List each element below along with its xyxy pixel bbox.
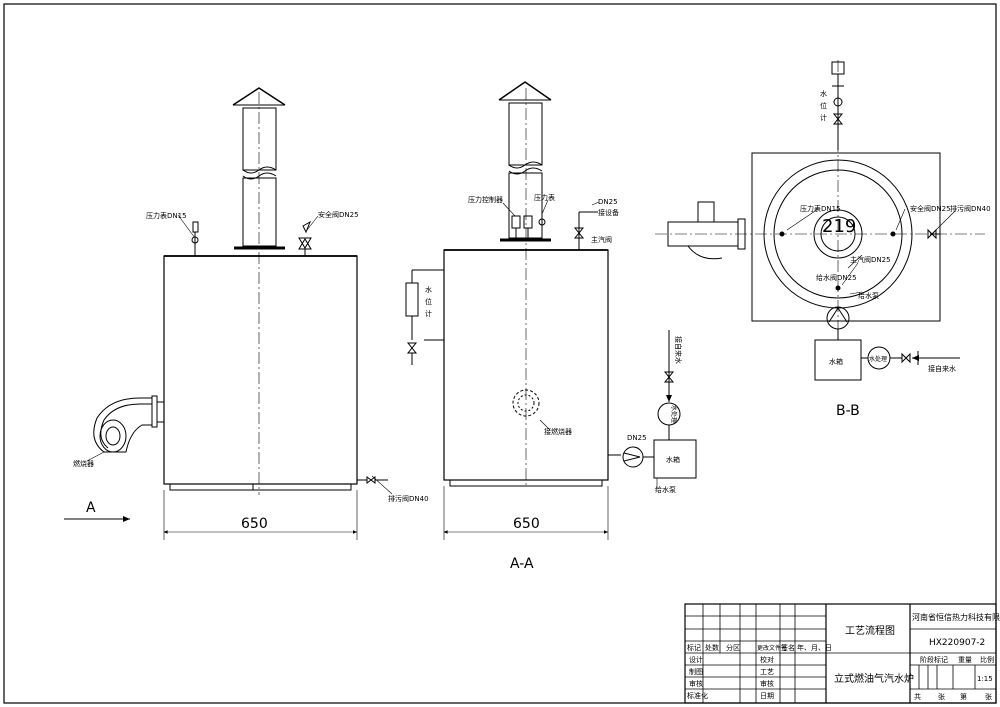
label-burner: 燃烧器 <box>73 459 94 468</box>
company-name: 河南省恒信热力科技有限公司 <box>912 612 1000 622</box>
label-to-equipment: 接设备 <box>598 208 619 217</box>
section-bb-labels: 水 位 计 压力表DN15 安全阀DN25 排污阀DN40 主汽阀DN25 给水… <box>800 89 991 419</box>
role-design: 设计 <box>689 655 703 664</box>
diameter-mark-219: 219 <box>822 216 856 237</box>
label-pressure-gauge-aa: 压力表 <box>534 193 555 202</box>
section-aa <box>405 81 697 540</box>
label-drain-valve-bb: 排污阀DN40 <box>950 204 991 213</box>
label-level-gauge-2: 位 <box>425 297 432 306</box>
drawing-type: 工艺流程图 <box>845 624 895 637</box>
label-level-gauge-1: 水 <box>425 285 432 294</box>
label-level-gauge-bb-3: 计 <box>820 113 827 122</box>
left-view <box>64 87 393 540</box>
label-main-steam-valve-bb: 主汽阀DN25 <box>850 255 891 264</box>
role-standard: 标准化 <box>687 691 708 700</box>
rev-header-date: 年、月、日 <box>797 643 832 652</box>
check-proof: 校对 <box>760 655 774 664</box>
title-block-text: 标记 处数 分区 更改文件号 签名 年、月、日 设计 制图 审核 标准化 校对 … <box>687 612 1000 701</box>
rev-header-sign: 签名 <box>781 643 795 652</box>
title-block <box>684 603 997 704</box>
label-level-gauge-bb-1: 水 <box>820 89 827 98</box>
label-level-gauge-bb-2: 位 <box>820 101 827 110</box>
sheet-unit-2: 张 <box>985 692 992 701</box>
label-feed-pump-aa: 给水泵 <box>655 485 676 494</box>
label-feed-pump-bb: 给水泵 <box>858 291 879 300</box>
drawing-name: 立式燃油气汽水炉 <box>834 672 914 685</box>
label-pressure-gauge-dn15: 压力表DN15 <box>146 211 187 220</box>
label-water-tank-aa: 水箱 <box>666 455 680 464</box>
label-water-treatment-aa: 水处理 <box>670 405 678 423</box>
chimney <box>242 107 277 171</box>
drawing-frame <box>3 3 997 704</box>
view-marker-a: A <box>86 500 96 516</box>
label-safety-valve-bb: 安全阀DN25 <box>910 204 951 213</box>
section-aa-labels: 压力控制器 压力表 DN25 接设备 主汽阀 水 位 计 接燃烧器 DN25 接… <box>425 193 683 572</box>
label-pressure-gauge-bb: 压力表DN15 <box>800 204 841 213</box>
label-drain-valve-dn40: 排污阀DN40 <box>388 494 429 503</box>
drawing-number: HX220907-2 <box>929 638 985 648</box>
scale-value: 1:15 <box>977 675 993 683</box>
base <box>169 483 352 491</box>
label-main-steam-valve: 主汽阀 <box>591 235 612 244</box>
label-burner-port: 接燃烧器 <box>544 427 572 436</box>
check-date: 日期 <box>760 692 774 700</box>
section-bb <box>655 60 985 381</box>
role-review: 审核 <box>689 679 703 688</box>
label-feed-valve-bb: 给水阀DN25 <box>816 273 857 282</box>
rev-header-doc: 更改文件号 <box>757 644 787 652</box>
chimney-cap <box>232 87 286 106</box>
stage-label: 阶段标记 <box>920 655 948 664</box>
label-pressure-controller: 压力控制器 <box>468 195 503 204</box>
label-dn25-pump: DN25 <box>627 434 647 442</box>
rev-header-mark: 标记 <box>687 643 701 652</box>
boiler-shell <box>163 255 358 485</box>
sheet-label: 第 <box>960 692 967 701</box>
role-drafting: 制图 <box>689 667 703 676</box>
label-dn25: DN25 <box>598 198 618 206</box>
label-safety-valve-dn25: 安全阀DN25 <box>318 210 359 219</box>
label-level-gauge-3: 计 <box>425 309 432 318</box>
water-tank-bb <box>814 339 862 381</box>
section-title-aa: A-A <box>510 556 534 572</box>
weight-label: 重量 <box>958 656 972 664</box>
check-process: 工艺 <box>760 668 774 676</box>
rev-header-zone: 分区 <box>726 643 740 652</box>
sheet-unit-1: 张 <box>938 692 945 701</box>
scale-label: 比例 <box>980 655 994 664</box>
rev-header-count: 处数 <box>705 643 719 652</box>
label-water-tank-bb: 水箱 <box>829 357 843 366</box>
section-title-bb: B-B <box>836 403 860 419</box>
dimension-650-aa: 650 <box>513 516 540 532</box>
label-water-treatment-bb: 水处理 <box>869 355 887 363</box>
check-audit: 审核 <box>760 679 774 688</box>
left-view-labels: 压力表DN15 安全阀DN25 燃烧器 排污阀DN40 650 A <box>73 210 429 532</box>
label-from-water-bb: 接自来水 <box>928 364 956 373</box>
burner <box>93 397 152 453</box>
water-tank-aa <box>653 439 697 479</box>
dimension-650-left: 650 <box>241 516 268 532</box>
sheet-total: 共 <box>914 692 921 701</box>
label-from-water-aa: 接自来水 <box>674 336 683 364</box>
